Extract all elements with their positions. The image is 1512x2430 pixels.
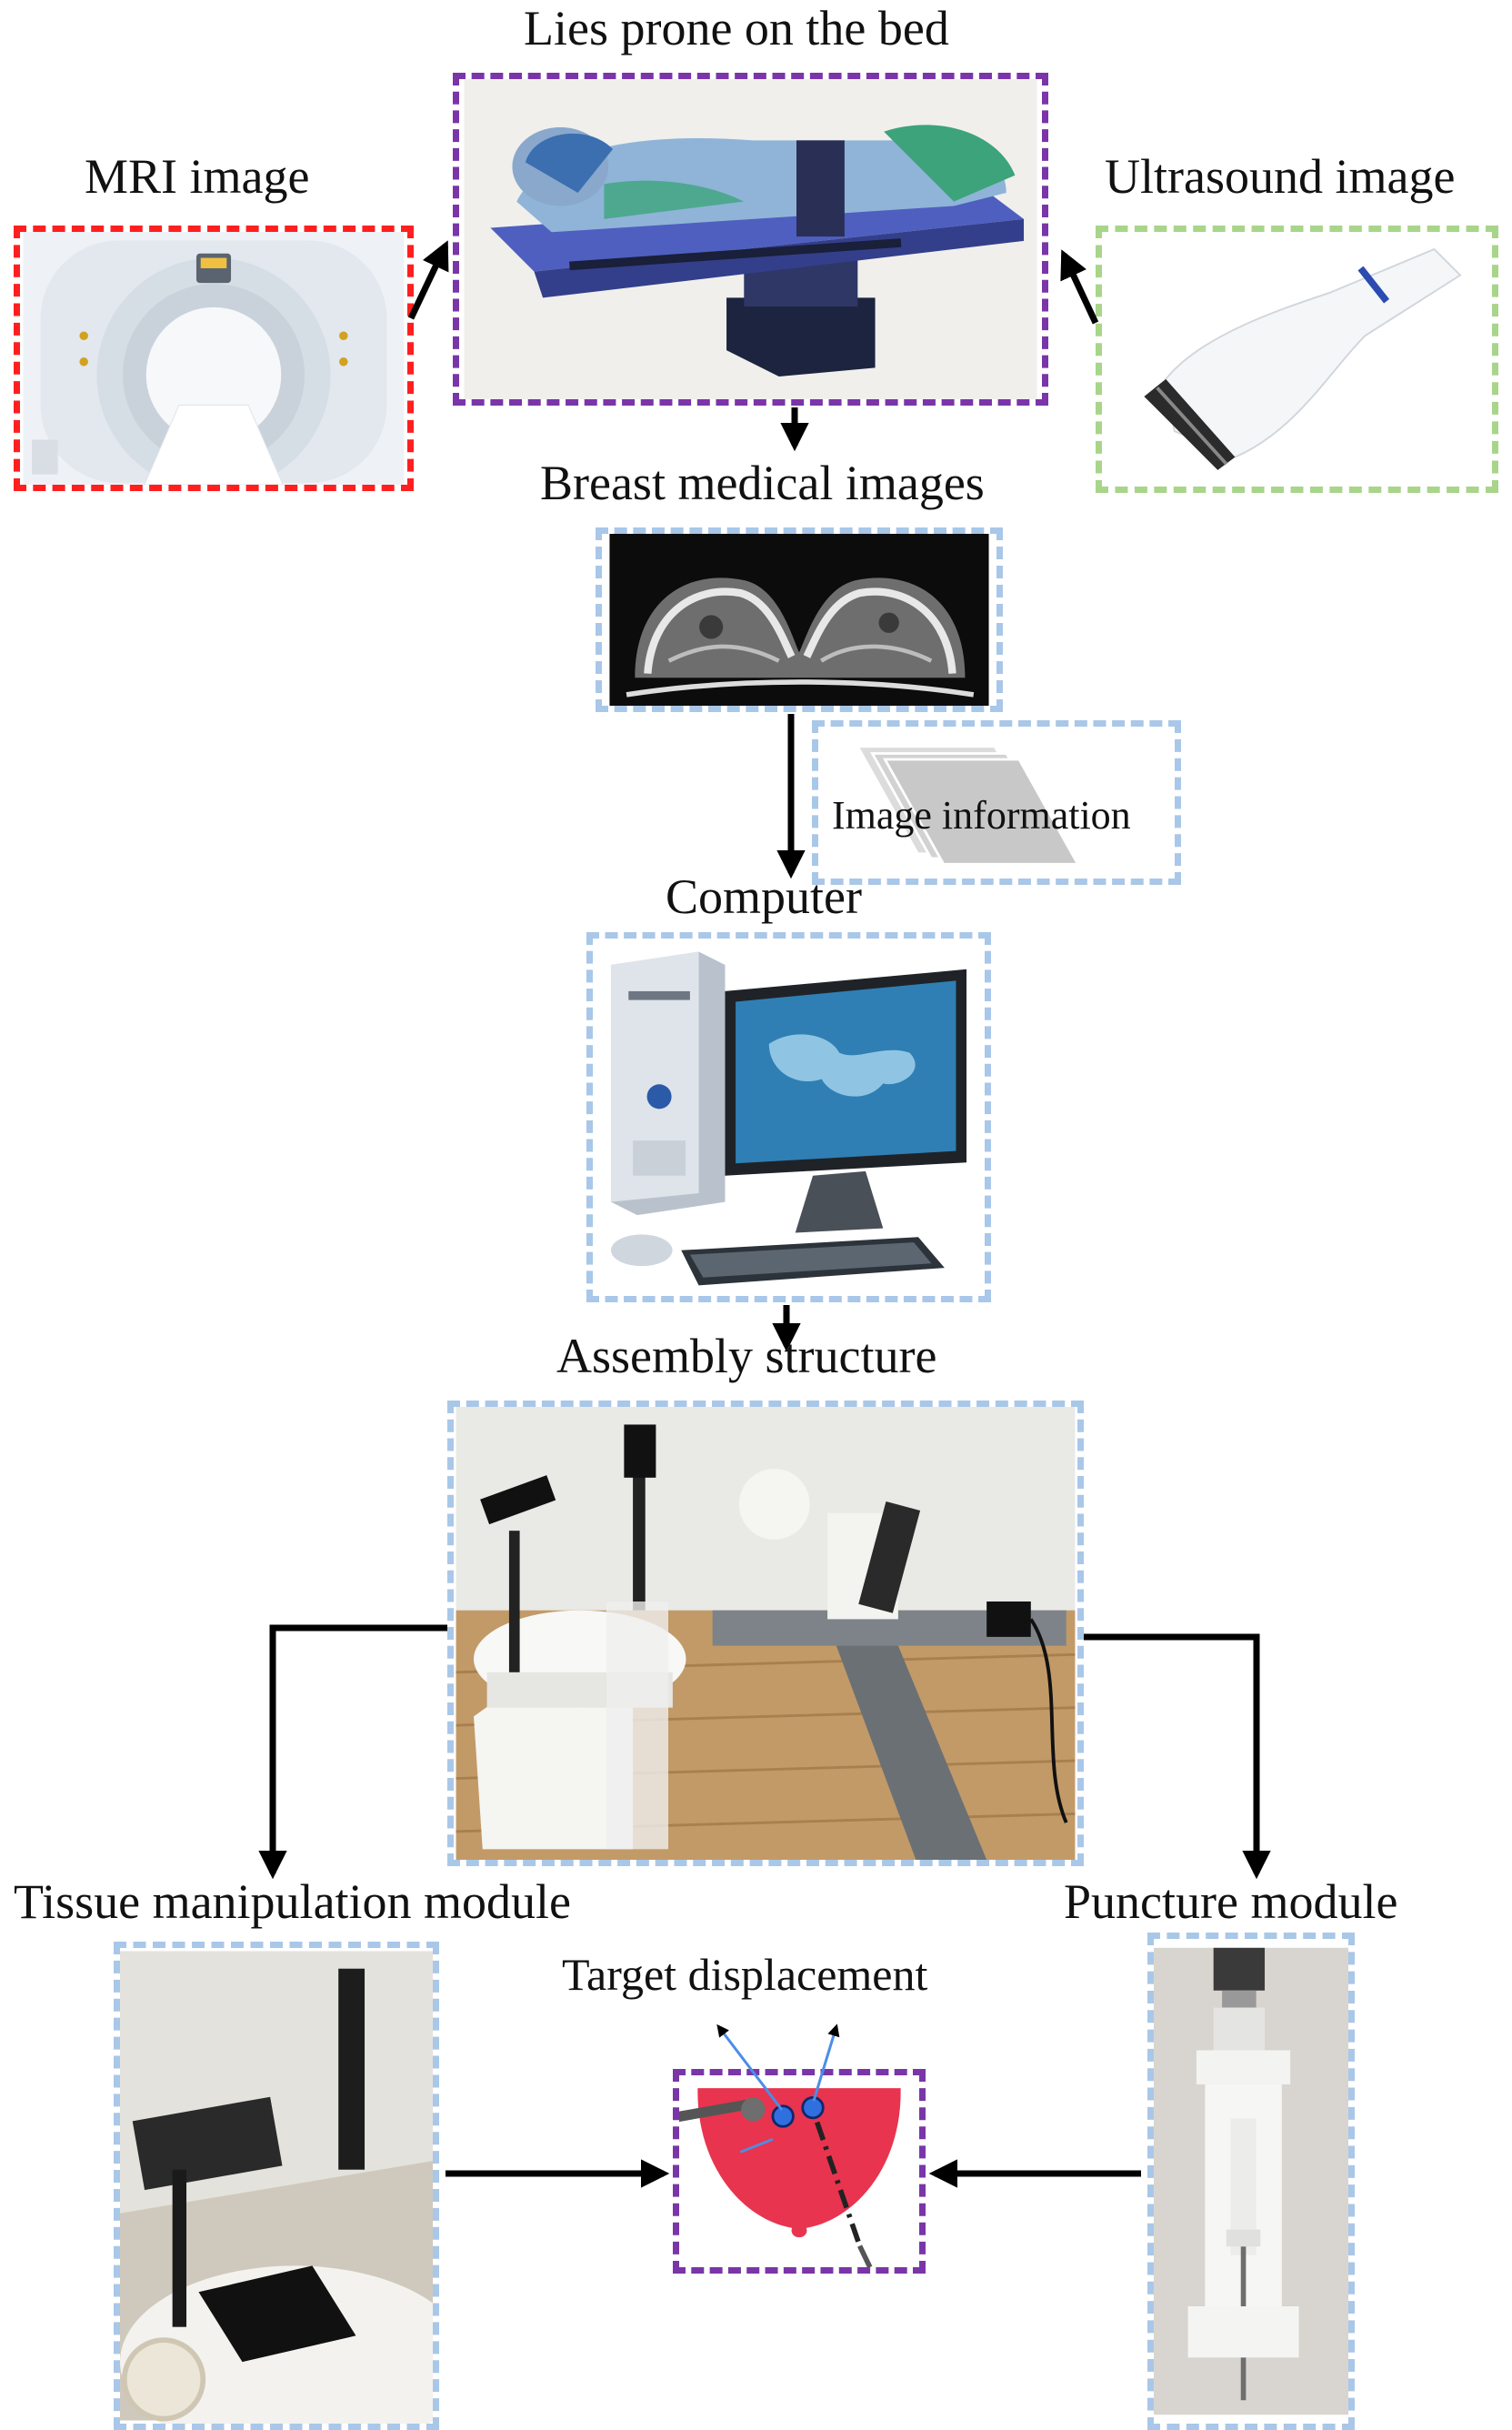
desktop-computer-illustration [593, 939, 985, 1296]
patient-on-bed-illustration [464, 79, 1037, 399]
ultrasound-image-panel [1096, 226, 1498, 493]
mri-label: MRI image [85, 149, 310, 204]
breast-images-label: Breast medical images [540, 456, 985, 510]
arrow-ultrasound-to-bed [1060, 249, 1099, 325]
image-information-label: Image information [832, 793, 1131, 838]
arrow-assembly-to-tissue [258, 1624, 447, 1880]
arrow-mri-to-bed [407, 240, 449, 320]
image-information-panel: Image information [812, 720, 1181, 885]
puncture-module-panel [1147, 1933, 1355, 2430]
breast-mri-scan [609, 534, 989, 706]
bed-label: Lies prone on the bed [524, 1, 949, 55]
tissue-module-photo-illustration [120, 1951, 433, 2424]
assembly-photo-illustration [456, 1407, 1076, 1860]
tissue-manipulation-module-panel [114, 1942, 439, 2430]
breast-medical-image-panel [596, 527, 1003, 712]
puncture-module-photo-illustration [1154, 1947, 1348, 2415]
target-displacement-label: Target displacement [562, 1949, 928, 2000]
tissue-module-label: Tissue manipulation module [14, 1874, 572, 1929]
ultrasound-label: Ultrasound image [1105, 149, 1456, 204]
stacked-slices-icon [826, 727, 1167, 879]
puncture-module-label: Puncture module [1064, 1874, 1398, 1929]
prone-bed-panel [453, 73, 1048, 406]
target-displacement-panel [673, 2069, 926, 2274]
mri-image-panel [14, 226, 414, 491]
assembly-structure-panel [447, 1401, 1084, 1866]
ultrasound-probe-illustration [1105, 232, 1489, 487]
mri-scanner-illustration [23, 232, 405, 485]
arrow-assembly-to-puncture [1084, 1633, 1271, 1880]
computer-panel [586, 932, 991, 1302]
target-displacement-illustration [679, 2075, 918, 2267]
assembly-label: Assembly structure [556, 1329, 937, 1383]
